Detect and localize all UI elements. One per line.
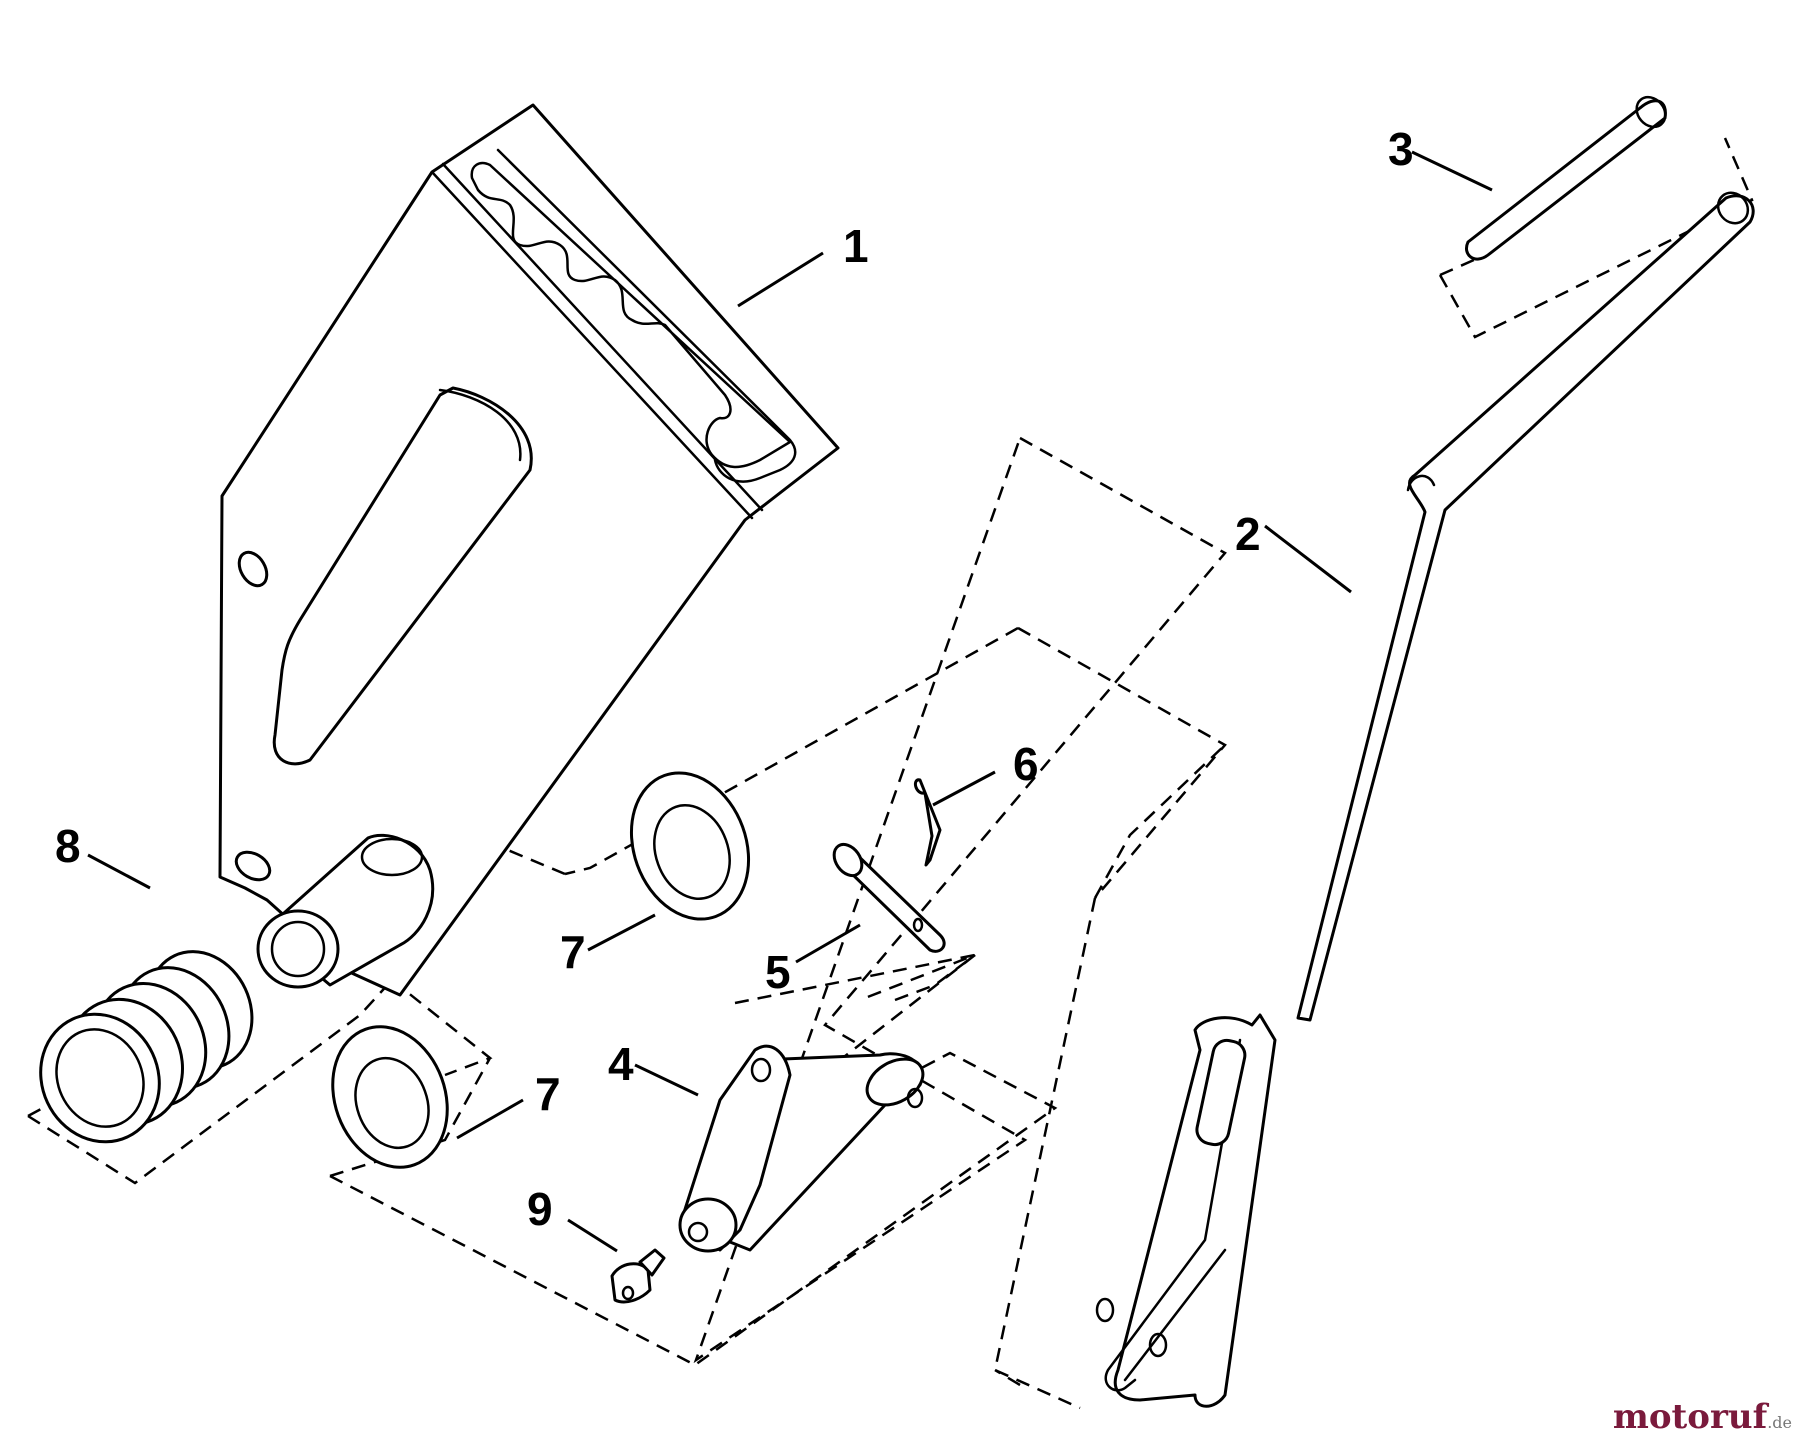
handle-grip (1465, 95, 1667, 261)
callout-6: 6 (1013, 738, 1039, 790)
coil-spring (39, 950, 254, 1144)
watermark-brand: motoruf (1612, 1397, 1768, 1437)
watermark-domain: .de (1767, 1413, 1792, 1432)
callout-7-lower: 7 (535, 1068, 561, 1120)
callout-2: 2 (1235, 508, 1261, 560)
shift-lever (1095, 191, 1755, 1408)
bushing (256, 833, 435, 989)
leader-lines (87, 150, 1493, 1253)
watermark: motoruf.de (1613, 1397, 1792, 1437)
callout-7-upper: 7 (560, 926, 586, 978)
callout-labels: 1 2 3 4 5 6 7 7 8 9 (55, 123, 1414, 1235)
callout-8: 8 (55, 820, 81, 872)
callout-9: 9 (527, 1183, 553, 1235)
callout-5: 5 (765, 946, 791, 998)
cotter-pin (913, 778, 942, 867)
washer-lower (331, 1025, 449, 1169)
callout-1: 1 (843, 220, 869, 272)
grease-fitting (610, 1248, 666, 1304)
callout-3: 3 (1388, 123, 1414, 175)
washer-upper (629, 771, 751, 921)
pivot-arm (678, 1044, 925, 1253)
clevis-pin (832, 842, 946, 953)
bracket-plate (218, 103, 840, 997)
callout-4: 4 (608, 1038, 634, 1090)
